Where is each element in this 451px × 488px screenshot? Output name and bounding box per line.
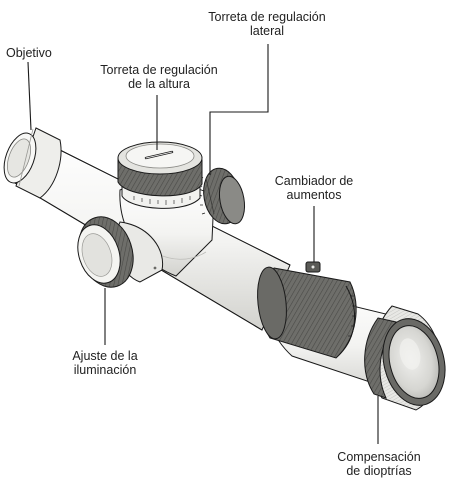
windage-turret [198, 167, 246, 225]
objective-bell [3, 127, 62, 199]
illumination-knob [77, 216, 164, 288]
label-elevation-turret: Torreta de regulación de la altura [100, 63, 218, 91]
label-windage-turret: Torreta de regulación lateral [208, 10, 326, 38]
elevation-turret [117, 141, 203, 209]
diopter-ocular [364, 305, 446, 411]
label-diopter-compensation: Compensación de dioptrías [337, 450, 421, 478]
label-illumination-adjust: Ajuste de la iluminación [72, 349, 138, 377]
magnification-ring [257, 261, 357, 359]
label-magnification-changer: Cambiador de aumentos [274, 174, 354, 202]
leader-objective [27, 61, 32, 131]
label-objective: Objetivo [6, 46, 52, 60]
leader-windage [209, 44, 269, 175]
leader-lines [27, 44, 379, 444]
